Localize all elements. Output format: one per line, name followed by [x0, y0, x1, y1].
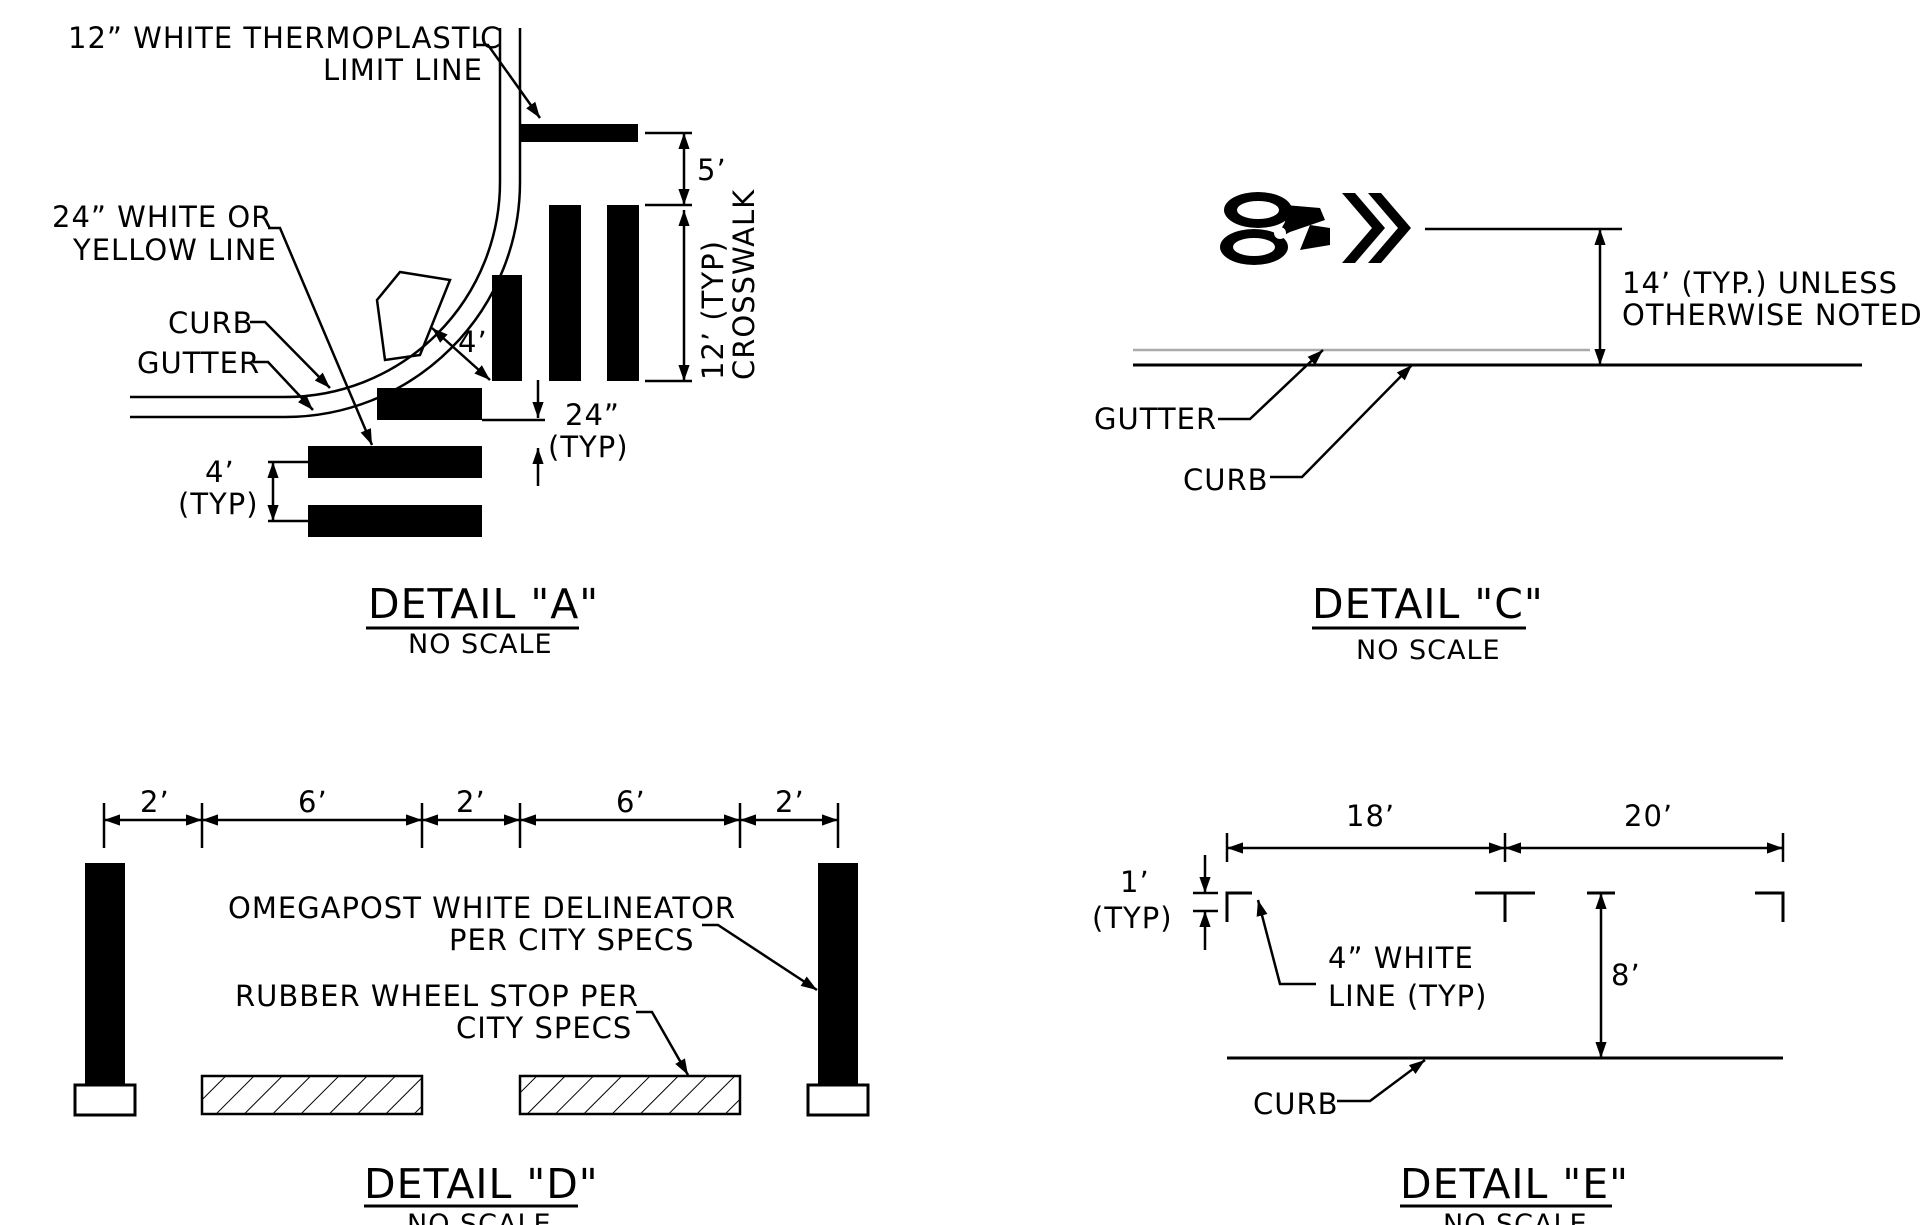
dim-1ft-typ: (TYP)	[1092, 901, 1173, 935]
dim-24in-typ: (TYP)	[548, 430, 629, 464]
gutter-label: GUTTER	[1094, 402, 1217, 436]
detail-c: 14’ (TYP.) UNLESS OTHERWISE NOTED GUTTER…	[1094, 192, 1923, 666]
crosswalk-bar	[377, 388, 482, 420]
delineator-base	[806, 1083, 870, 1117]
stall-line	[1225, 891, 1252, 922]
detail-d-scale: NO SCALE	[407, 1209, 552, 1225]
yellow-line-label: 24” WHITE OR	[52, 200, 272, 234]
detail-d: 2’ 6’ 2’ 6’ 2’ OMEGAPOST WHITE DELINEATO…	[73, 785, 870, 1225]
spacing-note: 14’ (TYP.) UNLESS	[1622, 266, 1898, 300]
delineator-label: OMEGAPOST WHITE DELINEATOR	[228, 891, 736, 925]
curb-label: CURB	[1183, 463, 1269, 497]
wheel-stop	[518, 1074, 742, 1116]
dim-12ft-typ: 12’ (TYP)	[696, 240, 730, 380]
dim-6ft: 6’	[298, 785, 328, 819]
delineator-label: PER CITY SPECS	[449, 923, 695, 957]
wheel-stop-label: CITY SPECS	[456, 1011, 632, 1045]
wheel-stop-label: RUBBER WHEEL STOP PER	[235, 979, 639, 1013]
limit-line-bar	[520, 124, 638, 142]
detail-a-title: DETAIL "A"	[368, 580, 599, 628]
dim-4ft-diag: 4’	[458, 325, 488, 359]
dim-5ft: 5’	[697, 153, 727, 187]
dim-1ft: 1’	[1120, 865, 1150, 899]
delineator-post	[85, 863, 125, 1085]
dim-18ft: 18’	[1346, 799, 1395, 833]
yellow-line-label: YELLOW LINE	[72, 233, 277, 267]
detail-a-scale: NO SCALE	[408, 629, 553, 660]
detail-c-title: DETAIL "C"	[1312, 580, 1544, 628]
detail-e: 18’ 20’ 8’ 1’ (TYP) 4” WHITE LINE (TYP) …	[1092, 799, 1785, 1225]
detail-a: 5’ 12’ (TYP) CROSSWALK 24” (TYP) 4’ 4’ (…	[52, 21, 761, 660]
spacing-note: OTHERWISE NOTED	[1622, 298, 1923, 332]
curb-label: CURB	[1253, 1087, 1339, 1121]
dim-8ft: 8’	[1611, 958, 1641, 992]
crosswalk-bar	[607, 205, 639, 381]
wheel-stop	[200, 1074, 424, 1116]
detail-e-title: DETAIL "E"	[1400, 1160, 1629, 1208]
detail-c-scale: NO SCALE	[1356, 635, 1501, 666]
dim-crosswalk-label: CROSSWALK	[727, 189, 761, 380]
detail-d-title: DETAIL "D"	[364, 1160, 599, 1208]
crosswalk-bar	[308, 446, 482, 478]
crosswalk-bar	[549, 205, 581, 381]
curb-label: CURB	[168, 306, 254, 340]
dim-4ft-typ: (TYP)	[178, 487, 259, 521]
stall-line	[1755, 891, 1785, 922]
white-line-label: LINE (TYP)	[1328, 979, 1488, 1013]
gutter-label: GUTTER	[137, 346, 260, 380]
delineator-post	[818, 863, 858, 1085]
white-line-label: 4” WHITE	[1328, 941, 1474, 975]
dim-2ft: 2’	[140, 785, 170, 819]
limit-line-label: LIMIT LINE	[323, 53, 483, 87]
dim-4ft: 4’	[205, 455, 235, 489]
corner-wedge	[375, 270, 452, 362]
dim-24in: 24”	[565, 398, 620, 432]
dim-2ft: 2’	[456, 785, 486, 819]
detail-e-scale: NO SCALE	[1443, 1209, 1588, 1225]
dim-6ft: 6’	[616, 785, 646, 819]
limit-line-label: 12” WHITE THERMOPLASTIC	[68, 21, 501, 55]
dim-2ft: 2’	[775, 785, 805, 819]
dim-20ft: 20’	[1624, 799, 1673, 833]
delineator-base	[73, 1083, 137, 1117]
crosswalk-bar	[308, 505, 482, 537]
crosswalk-bar	[492, 275, 522, 381]
bike-symbol-icon	[1220, 192, 1411, 265]
